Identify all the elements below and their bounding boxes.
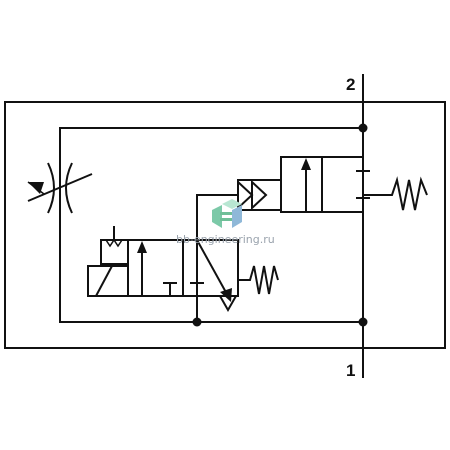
outer-enclosure — [4, 101, 446, 349]
main-valve-spring — [363, 176, 428, 211]
main-valve-2-2 — [237, 156, 370, 213]
pilot-signal-line — [196, 194, 238, 283]
watermark-text: bb-engineering.ru — [176, 233, 275, 246]
adjustable-throttle-symbol — [27, 162, 93, 214]
junction-bottom-right — [358, 317, 368, 327]
pilot-valve-spring — [238, 265, 279, 295]
pilot-valve-3-2 — [127, 239, 239, 322]
port-2-label: 2 — [346, 75, 355, 94]
watermark-logo — [212, 199, 242, 228]
pilot-valve-actuators — [87, 226, 129, 297]
junction-top-right — [358, 123, 368, 133]
inner-loop-line — [59, 127, 363, 323]
port-1-label: 1 — [346, 361, 355, 380]
